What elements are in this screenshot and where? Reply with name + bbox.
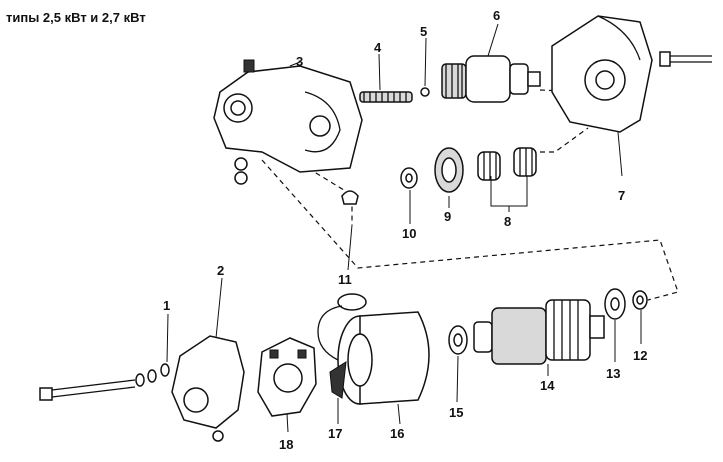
callout-2: 2 <box>217 263 224 278</box>
callout-6: 6 <box>493 8 500 23</box>
reduction-gear <box>434 147 464 193</box>
end-cover <box>171 335 245 442</box>
drive-end-housing <box>213 59 363 185</box>
callout-3: 3 <box>296 54 303 69</box>
callout-14: 14 <box>540 378 555 393</box>
callout-13: 13 <box>606 366 620 381</box>
brush-holder <box>257 337 317 417</box>
callout-7: 7 <box>618 188 625 203</box>
leader-lines <box>166 23 642 433</box>
small-washer <box>135 363 170 387</box>
washer <box>400 167 418 189</box>
rear-bearing <box>604 288 626 320</box>
callout-5: 5 <box>420 24 427 39</box>
rubber-cap <box>341 190 359 205</box>
field-lead <box>317 293 367 361</box>
diagram-heading: типы 2,5 кВт и 2,7 кВт <box>6 10 146 25</box>
yoke <box>329 311 430 405</box>
callout-11: 11 <box>338 272 352 287</box>
housing-bolt <box>659 51 712 67</box>
ball <box>420 87 430 97</box>
through-bolt <box>39 379 136 401</box>
spring <box>359 91 413 103</box>
callout-8: 8 <box>504 214 511 229</box>
bearing <box>448 325 468 355</box>
callout-16: 16 <box>390 426 404 441</box>
callout-18: 18 <box>279 437 293 452</box>
planet-gears <box>477 147 537 181</box>
callout-15: 15 <box>449 405 463 420</box>
armature <box>473 299 605 365</box>
callouts: 1 2 3 4 5 6 7 8 9 10 11 12 13 14 15 16 1… <box>163 8 647 452</box>
callout-4: 4 <box>374 40 382 55</box>
callout-10: 10 <box>402 226 416 241</box>
gear-housing <box>551 15 653 133</box>
callout-1: 1 <box>163 298 170 313</box>
callout-12: 12 <box>633 348 647 363</box>
callout-17: 17 <box>328 426 342 441</box>
callout-9: 9 <box>444 209 451 224</box>
pinion-clutch <box>441 55 541 103</box>
rear-washer <box>632 290 648 310</box>
